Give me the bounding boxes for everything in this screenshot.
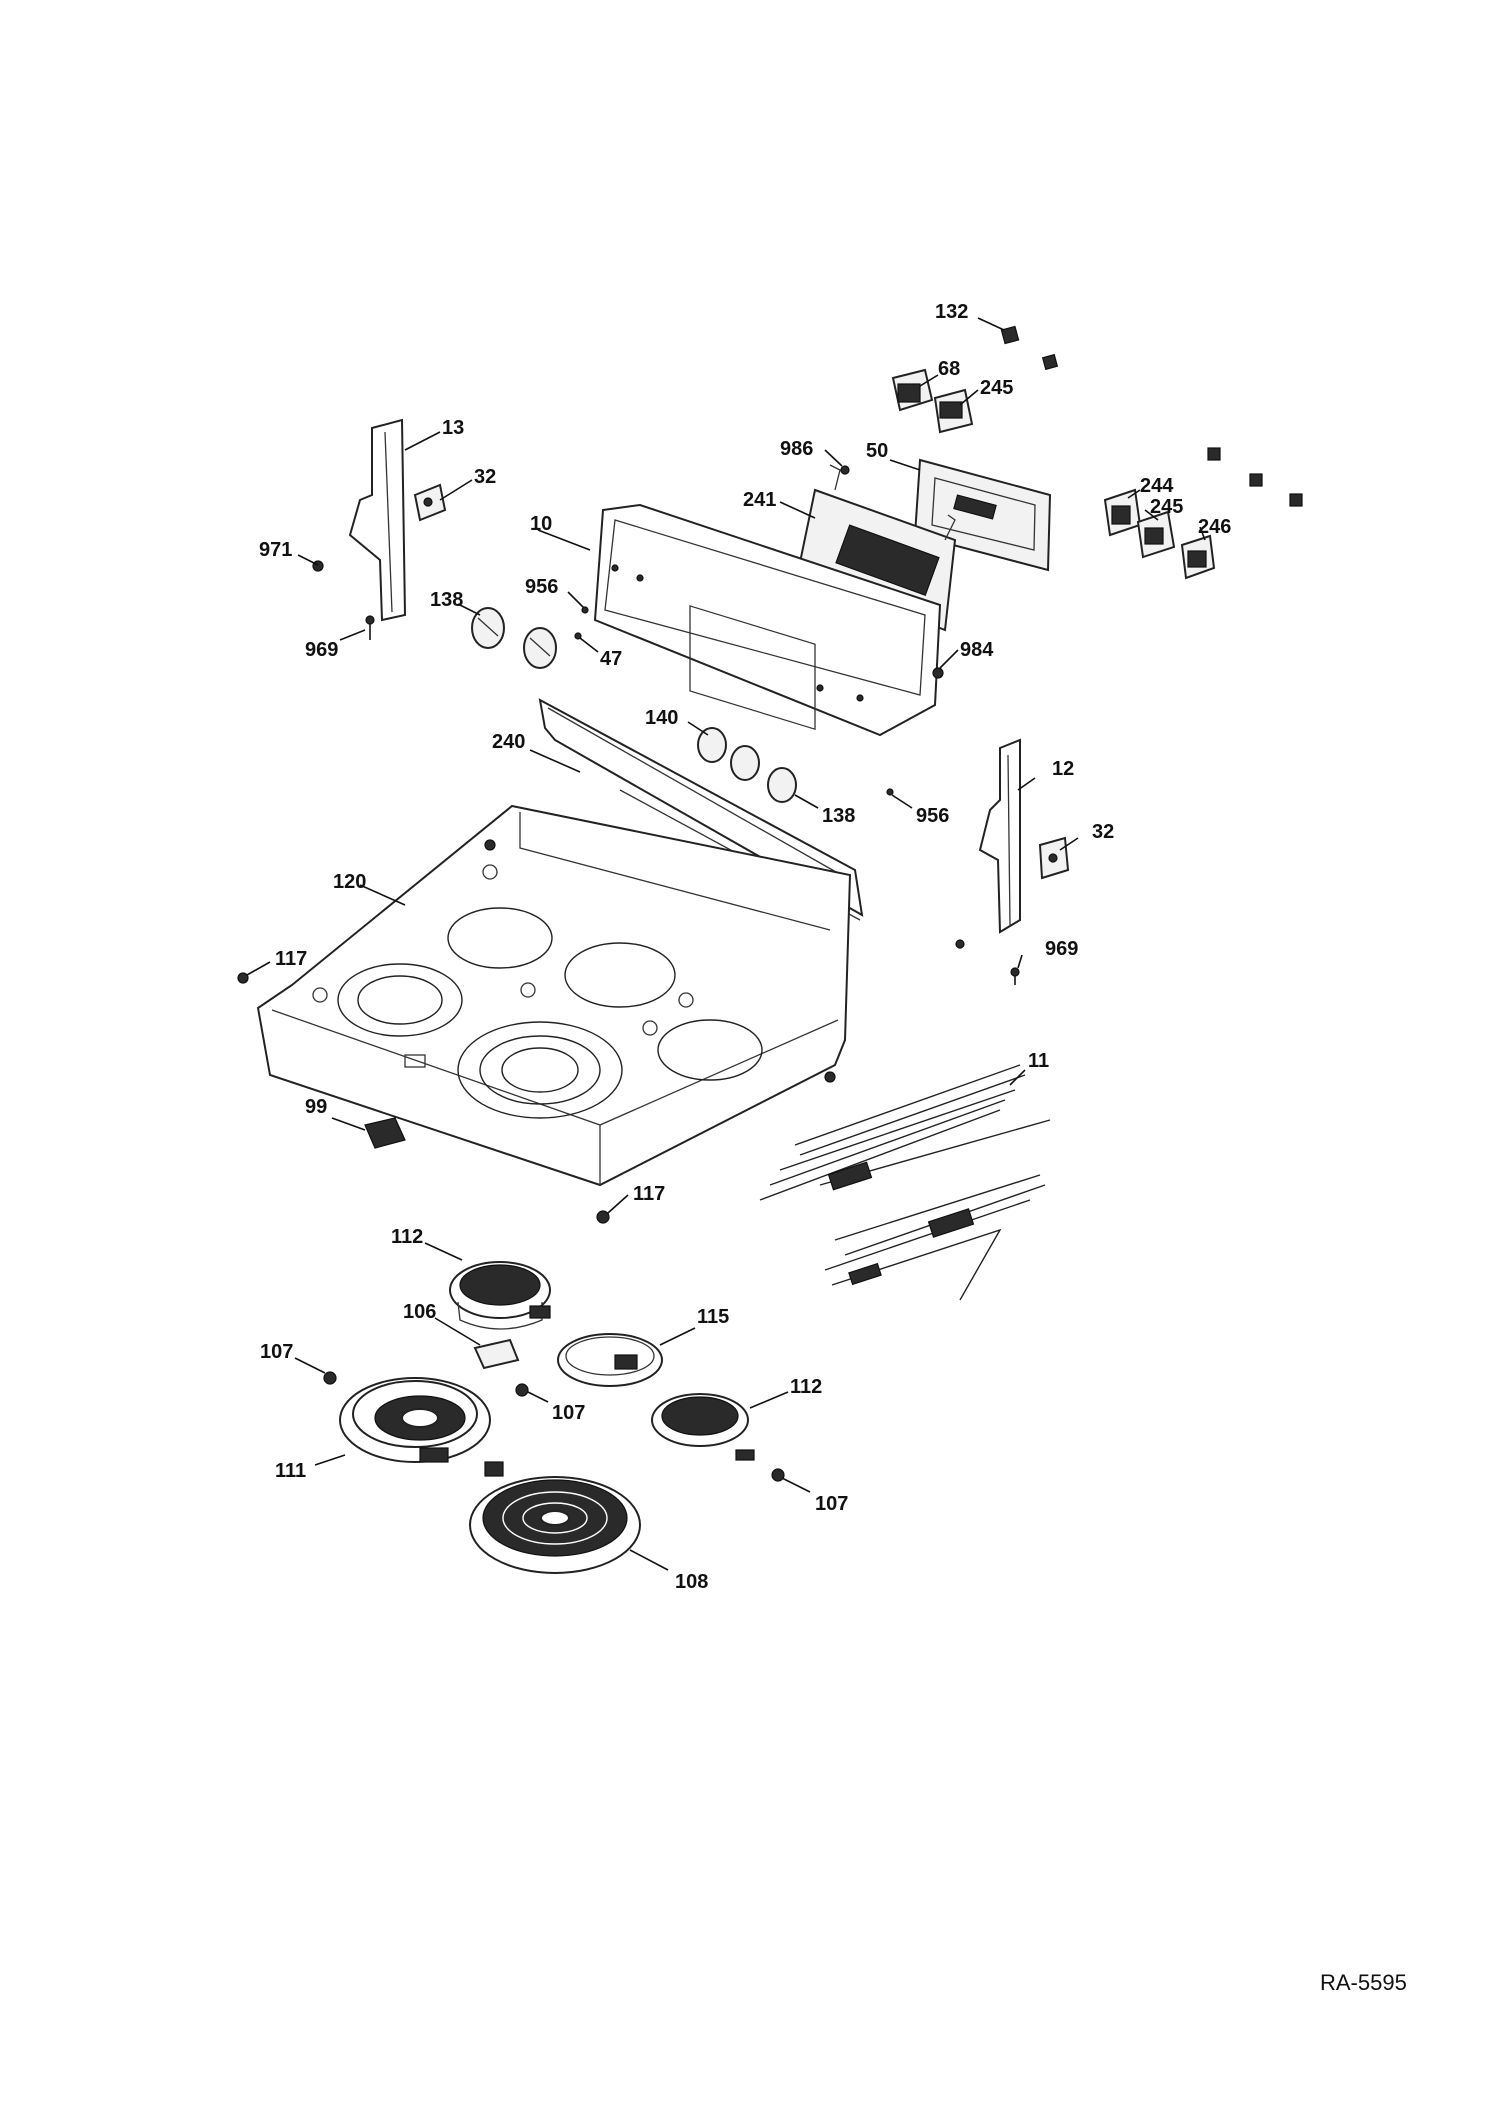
callout-138-right: 138: [822, 805, 855, 827]
callout-107-right: 107: [815, 1493, 848, 1515]
callout-971: 971: [259, 539, 292, 561]
callout-117-front: 117: [633, 1183, 665, 1205]
callout-956-left: 956: [525, 576, 558, 598]
callout-107-mid: 107: [552, 1402, 585, 1424]
callout-969-right: 969: [1045, 938, 1078, 960]
part-984-screw: [932, 667, 944, 679]
part-245-switch-a: [933, 388, 974, 434]
callout-140: 140: [645, 707, 678, 729]
reference-code: RA-5595: [1320, 1970, 1407, 1995]
callout-10: 10: [530, 513, 552, 535]
callout-244: 244: [1140, 475, 1174, 497]
callout-32-right: 32: [1092, 821, 1114, 843]
callout-117-left: 117: [275, 948, 307, 970]
part-986-screw: [840, 465, 850, 475]
part-117-foot-rear: [484, 839, 496, 851]
callout-115: 115: [697, 1306, 729, 1328]
callout-11: 11: [1028, 1050, 1049, 1072]
callout-106: 106: [403, 1301, 436, 1323]
part-244-switch: [1103, 488, 1142, 537]
part-106-limiter: [473, 1338, 520, 1370]
part-246-switch: [1180, 534, 1216, 580]
callout-47: 47: [600, 648, 622, 670]
callout-68: 68: [938, 358, 960, 380]
part-10-backsplash: [593, 503, 942, 737]
callout-956-right: 956: [916, 805, 949, 827]
part-245-switch-b: [1136, 510, 1176, 559]
part-132-clips: [1000, 325, 1303, 507]
callout-labels: 132 68 245 13 986 50 32 241 244 245 10 2…: [259, 301, 1231, 1593]
part-11-wire-harness: [759, 1064, 1051, 1301]
part-68-switch: [891, 368, 934, 412]
part-140-knobs: [697, 727, 797, 803]
part-117-foot-front: [596, 1210, 610, 1224]
callout-112-lower: 112: [790, 1376, 822, 1398]
part-969-screw-right: [1010, 967, 1020, 985]
part-112-burner-upper: [449, 1261, 551, 1330]
part-138-knobs-left: [471, 607, 557, 669]
part-115-ring: [557, 1333, 663, 1387]
callout-108: 108: [675, 1571, 708, 1593]
callout-132: 132: [935, 301, 968, 323]
callout-969-left: 969: [305, 639, 338, 661]
part-108-burner: [469, 1461, 641, 1574]
callout-245: 245: [980, 377, 1013, 399]
leader-lines: [246, 317, 1206, 1571]
callout-241: 241: [743, 489, 776, 511]
callout-984: 984: [960, 639, 994, 661]
part-13-left-side-trim: [348, 418, 407, 622]
part-107-screw-c: [771, 1468, 785, 1482]
callout-107-left: 107: [260, 1341, 293, 1363]
part-956-spring-right: [886, 788, 894, 796]
part-969-screw-left: [365, 615, 375, 640]
part-107-screw-a: [323, 1371, 337, 1385]
part-47-clip: [574, 632, 582, 640]
callout-13: 13: [442, 417, 464, 439]
callout-245-right: 245: [1150, 496, 1183, 518]
part-107-screw-b: [515, 1383, 529, 1397]
callout-138-left: 138: [430, 589, 463, 611]
part-12-right-side-trim: [978, 738, 1021, 934]
part-969-small-screw: [955, 939, 965, 949]
callout-50: 50: [866, 440, 888, 462]
part-32-bracket-right: [1038, 836, 1070, 880]
callout-240: 240: [492, 731, 525, 753]
callout-99: 99: [305, 1096, 327, 1118]
part-32-bracket-left: [413, 483, 447, 522]
part-117-foot-right: [824, 1071, 836, 1083]
part-111-burner: [339, 1377, 491, 1463]
callout-12: 12: [1052, 758, 1074, 780]
part-241-panel-bracket: [796, 464, 957, 641]
part-112-burner-lower: [651, 1393, 755, 1461]
part-117-foot-left: [237, 972, 249, 984]
callout-112-upper: 112: [391, 1226, 423, 1248]
callout-986: 986: [780, 438, 813, 460]
callout-111: 111: [275, 1460, 306, 1482]
callout-32-left: 32: [474, 466, 496, 488]
callout-246: 246: [1198, 516, 1231, 538]
callout-120: 120: [333, 871, 366, 893]
part-99-terminal-block: [364, 1117, 406, 1149]
part-120-cooktop-glass: [256, 804, 852, 1187]
